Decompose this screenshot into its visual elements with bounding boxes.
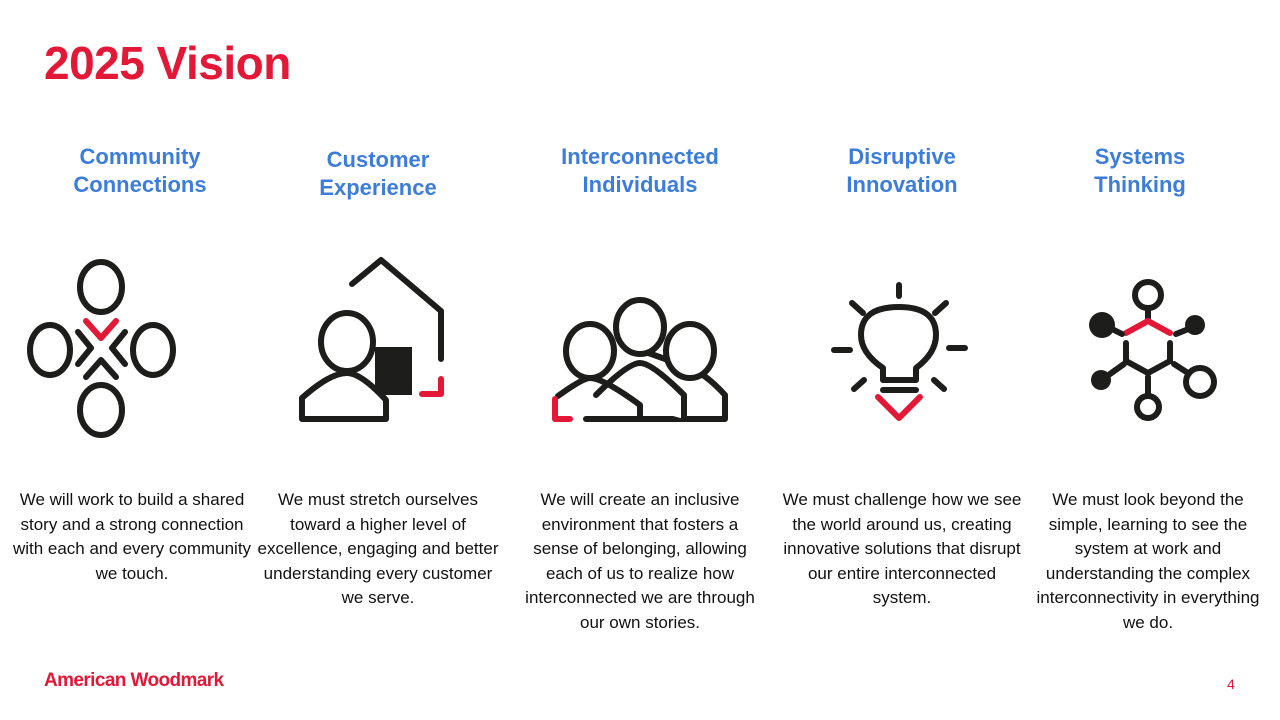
pillar-heading-disruptive: Disruptive Innovation: [777, 143, 1027, 199]
pillar-heading-customer: Customer Experience: [253, 146, 503, 202]
pillar-description-disruptive: We must challenge how we see the world a…: [782, 490, 1022, 608]
lightbulb-icon: [831, 282, 968, 421]
heading-text: Community Connections: [73, 144, 207, 197]
pillar-description-systems: We must look beyond the simple, learning…: [1036, 490, 1260, 632]
heading-text: Systems Thinking: [1094, 144, 1186, 197]
heading-text: Customer Experience: [319, 147, 437, 200]
pillar-description-community: We will work to build a shared story and…: [12, 490, 252, 583]
community-connections-icon: [27, 259, 176, 438]
pillar-heading-interconnected: Interconnected Individuals: [515, 143, 765, 199]
pillar-description-customer: We must stretch ourselves toward a highe…: [257, 490, 499, 608]
page-title: 2025 Vision: [44, 37, 291, 89]
customer-home-icon: [299, 257, 444, 422]
group-people-icon: [552, 297, 728, 422]
heading-text: Disruptive Innovation: [846, 144, 958, 197]
pillar-description-interconnected: We will create an inclusive environment …: [525, 490, 755, 632]
heading-text: Interconnected Individuals: [561, 144, 719, 197]
network-molecule-icon: [1089, 279, 1217, 421]
pillar-heading-community: Community Connections: [15, 143, 265, 199]
american-woodmark-logo: American Woodmark: [44, 670, 224, 691]
page-number: 4: [1227, 676, 1235, 692]
pillar-heading-systems: Systems Thinking: [1015, 143, 1265, 199]
